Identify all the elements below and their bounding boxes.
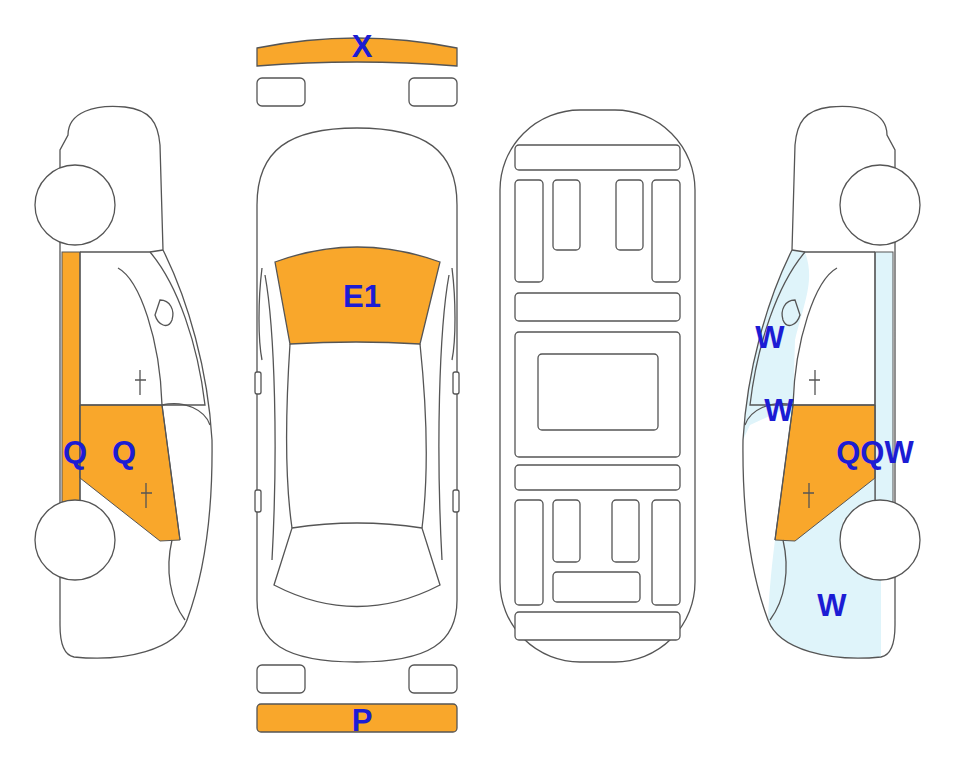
damage-code: E1 xyxy=(343,281,381,312)
damage-code: X xyxy=(352,31,373,62)
right-side-view xyxy=(743,106,920,658)
damage-code: Q xyxy=(112,437,136,468)
damage-code: W xyxy=(764,395,793,426)
damage-code: P xyxy=(352,705,373,736)
top-view xyxy=(255,38,459,732)
damage-code: Q xyxy=(63,437,87,468)
underbody-view xyxy=(500,110,695,662)
damage-code: QQW xyxy=(836,437,914,468)
damage-code: W xyxy=(817,590,846,621)
left-side-view xyxy=(35,106,212,658)
damage-code: W xyxy=(755,322,784,353)
